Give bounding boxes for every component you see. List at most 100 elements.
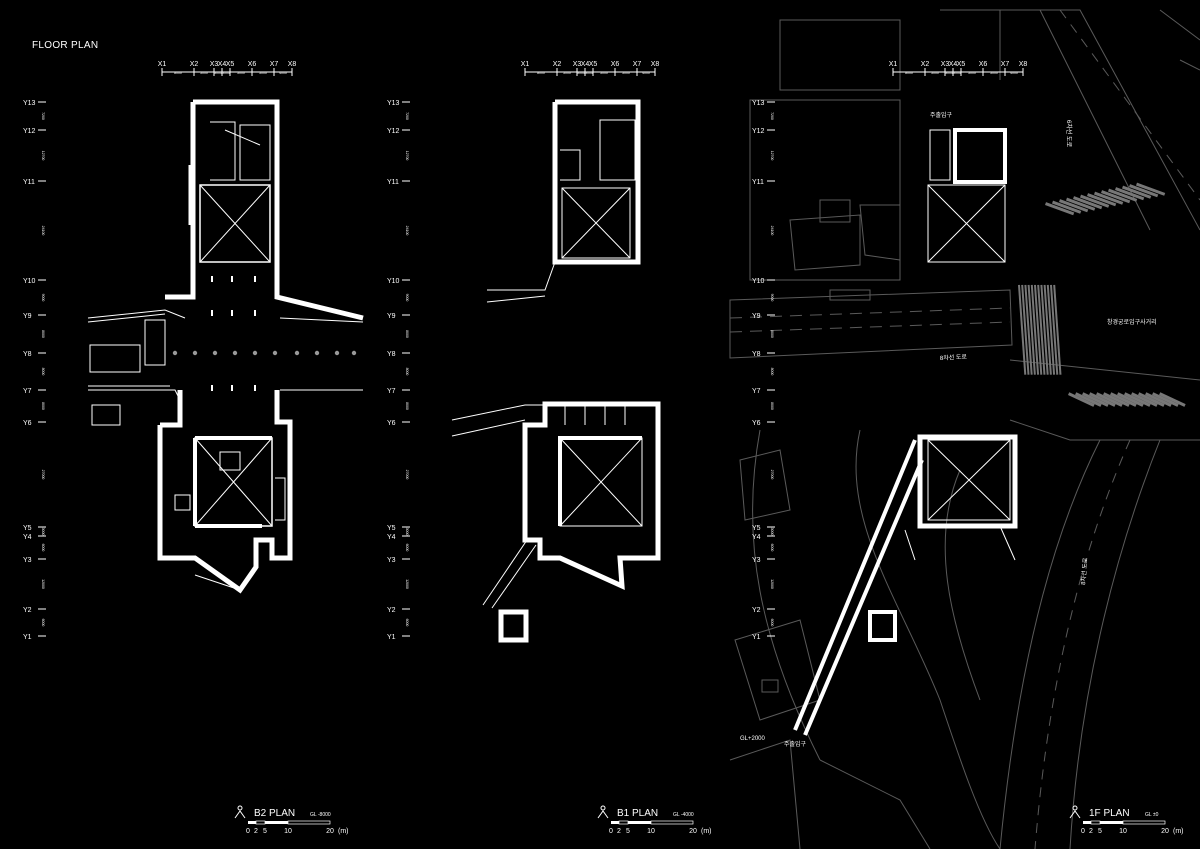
column-mark (351, 350, 357, 356)
crosswalk-stripe (1122, 185, 1152, 199)
road-label-6-lane: 6차선 도로 (1065, 120, 1073, 148)
y-grid-spacing: 9000 (41, 294, 45, 302)
y-grid-spacing: 8000 (405, 402, 409, 410)
y-grid-spacing: 6000 (41, 619, 45, 627)
y-grid-spacing: 8000 (770, 402, 774, 410)
y-grid-label: Y5 (752, 525, 761, 532)
crosswalk-stripe (1066, 197, 1096, 211)
crosswalk-stripe (1040, 284, 1049, 375)
column-mark (231, 310, 233, 316)
x-grid-label: X7 (1001, 61, 1010, 68)
y-grid-label: Y4 (387, 534, 396, 541)
y-grid-label: Y10 (387, 278, 400, 285)
y-grid-label: Y13 (752, 100, 765, 107)
x-grid-label: X4 (218, 61, 227, 68)
y-grid-spacing: 8000 (770, 330, 774, 338)
y-grid-label: Y5 (387, 525, 396, 532)
y-grid-spacing: 12700 (405, 151, 409, 161)
plan-level: GL ±0 (1145, 812, 1159, 818)
y-grid-label: Y3 (387, 557, 396, 564)
scale-tick-label: 10 (647, 828, 655, 835)
scale-tick-label: 0 (246, 828, 250, 835)
column-mark (212, 350, 218, 356)
y-grid-spacing: 9000 (405, 294, 409, 302)
site-context (729, 9, 1200, 849)
main-entrance-top: 주출입구 (930, 111, 953, 119)
crosswalk-stripe (1053, 284, 1062, 375)
x-grid-spacing: 5000 (563, 71, 571, 75)
x-grid-label: X8 (1019, 61, 1028, 68)
y-grid-spacing: 24100 (41, 226, 45, 236)
y-grid-spacing: 8000 (41, 402, 45, 410)
crosswalk-stripe (1159, 392, 1186, 407)
column-mark (272, 350, 278, 356)
crosswalk-stripe (1075, 392, 1102, 407)
y-grid-label: Y1 (387, 634, 396, 641)
plan-name: B1 PLAN (617, 808, 658, 819)
column-mark (252, 350, 258, 356)
crosswalk-stripe (1021, 284, 1030, 375)
scale-tick-label: 5 (626, 828, 630, 835)
crosswalk-stripe (1043, 284, 1052, 375)
y-grid-label: Y2 (752, 607, 761, 614)
column-mark (231, 385, 233, 391)
crosswalk-stripe (1046, 284, 1056, 375)
ground-level-label: GL+2000 (740, 736, 766, 742)
crosswalk-stripe (1117, 392, 1144, 407)
column-mark (172, 350, 178, 356)
y-grid-label: Y7 (752, 388, 761, 395)
y-grid-spacing: 8000 (405, 330, 409, 338)
crosswalk-stripe (1045, 202, 1075, 216)
x-grid-label: X8 (288, 61, 297, 68)
crosswalk-stripe (1030, 284, 1040, 375)
crosswalk-stripe (1129, 184, 1159, 198)
scale-tick-label: 20 (1161, 828, 1169, 835)
y-grid-label: Y7 (387, 388, 396, 395)
y-grid-spacing: 9000 (770, 294, 774, 302)
scale-tick-label: 20 (326, 828, 334, 835)
b2-plan-details (87, 121, 364, 591)
crosswalk-stripe (1037, 284, 1046, 375)
scale-tick-label: 0 (1081, 828, 1085, 835)
y-grid-spacing: 12700 (41, 151, 45, 161)
y-grid-spacing: 27000 (770, 470, 774, 480)
y-grid-spacing: 8000 (41, 330, 45, 338)
y-grid-spacing: 6000 (770, 619, 774, 627)
crosswalk-stripe (1018, 284, 1027, 375)
x-grid-label: X4 (581, 61, 590, 68)
scale-unit: (m) (701, 828, 712, 835)
x-grid-label: X1 (158, 61, 167, 68)
y-grid-spacing: 7200 (405, 112, 409, 120)
crosswalk-stripe (1080, 194, 1110, 208)
north-arrow-icon (600, 805, 606, 811)
crosswalks (1018, 182, 1186, 407)
y-grid-label: Y11 (752, 179, 764, 186)
x-grid-spacing: 4000 (642, 71, 650, 75)
x-grid-label: X7 (270, 61, 279, 68)
y-grid-spacing: 12000 (405, 579, 409, 589)
column-mark (211, 310, 213, 316)
x-grid-label: X6 (248, 61, 257, 68)
x-grid-spacing: 5000 (931, 71, 939, 75)
y-grid-label: Y3 (23, 557, 32, 564)
x-grid-label: X6 (979, 61, 988, 68)
y-grid-label: Y9 (387, 313, 396, 320)
x-grid-label: X5 (589, 61, 598, 68)
column-mark (254, 310, 256, 316)
y-grid-axes: Y13Y12Y11Y10Y9Y8Y7Y6Y5Y4Y3Y2Y17200127002… (23, 100, 775, 641)
y-grid-spacing: 27000 (405, 470, 409, 480)
y-grid-label: Y6 (23, 420, 32, 427)
x-grid-spacing: 4000 (279, 71, 287, 75)
x-grid-spacing: 8000 (905, 71, 913, 75)
scale-tick-label: 5 (1098, 828, 1102, 835)
column-mark (211, 385, 213, 391)
y-grid-label: Y1 (752, 634, 761, 641)
y-grid-spacing: 6000 (41, 544, 45, 552)
x-grid-label: X6 (611, 61, 620, 68)
y-grid-label: Y2 (23, 607, 32, 614)
x-grid-spacing: 3000 (214, 71, 222, 75)
